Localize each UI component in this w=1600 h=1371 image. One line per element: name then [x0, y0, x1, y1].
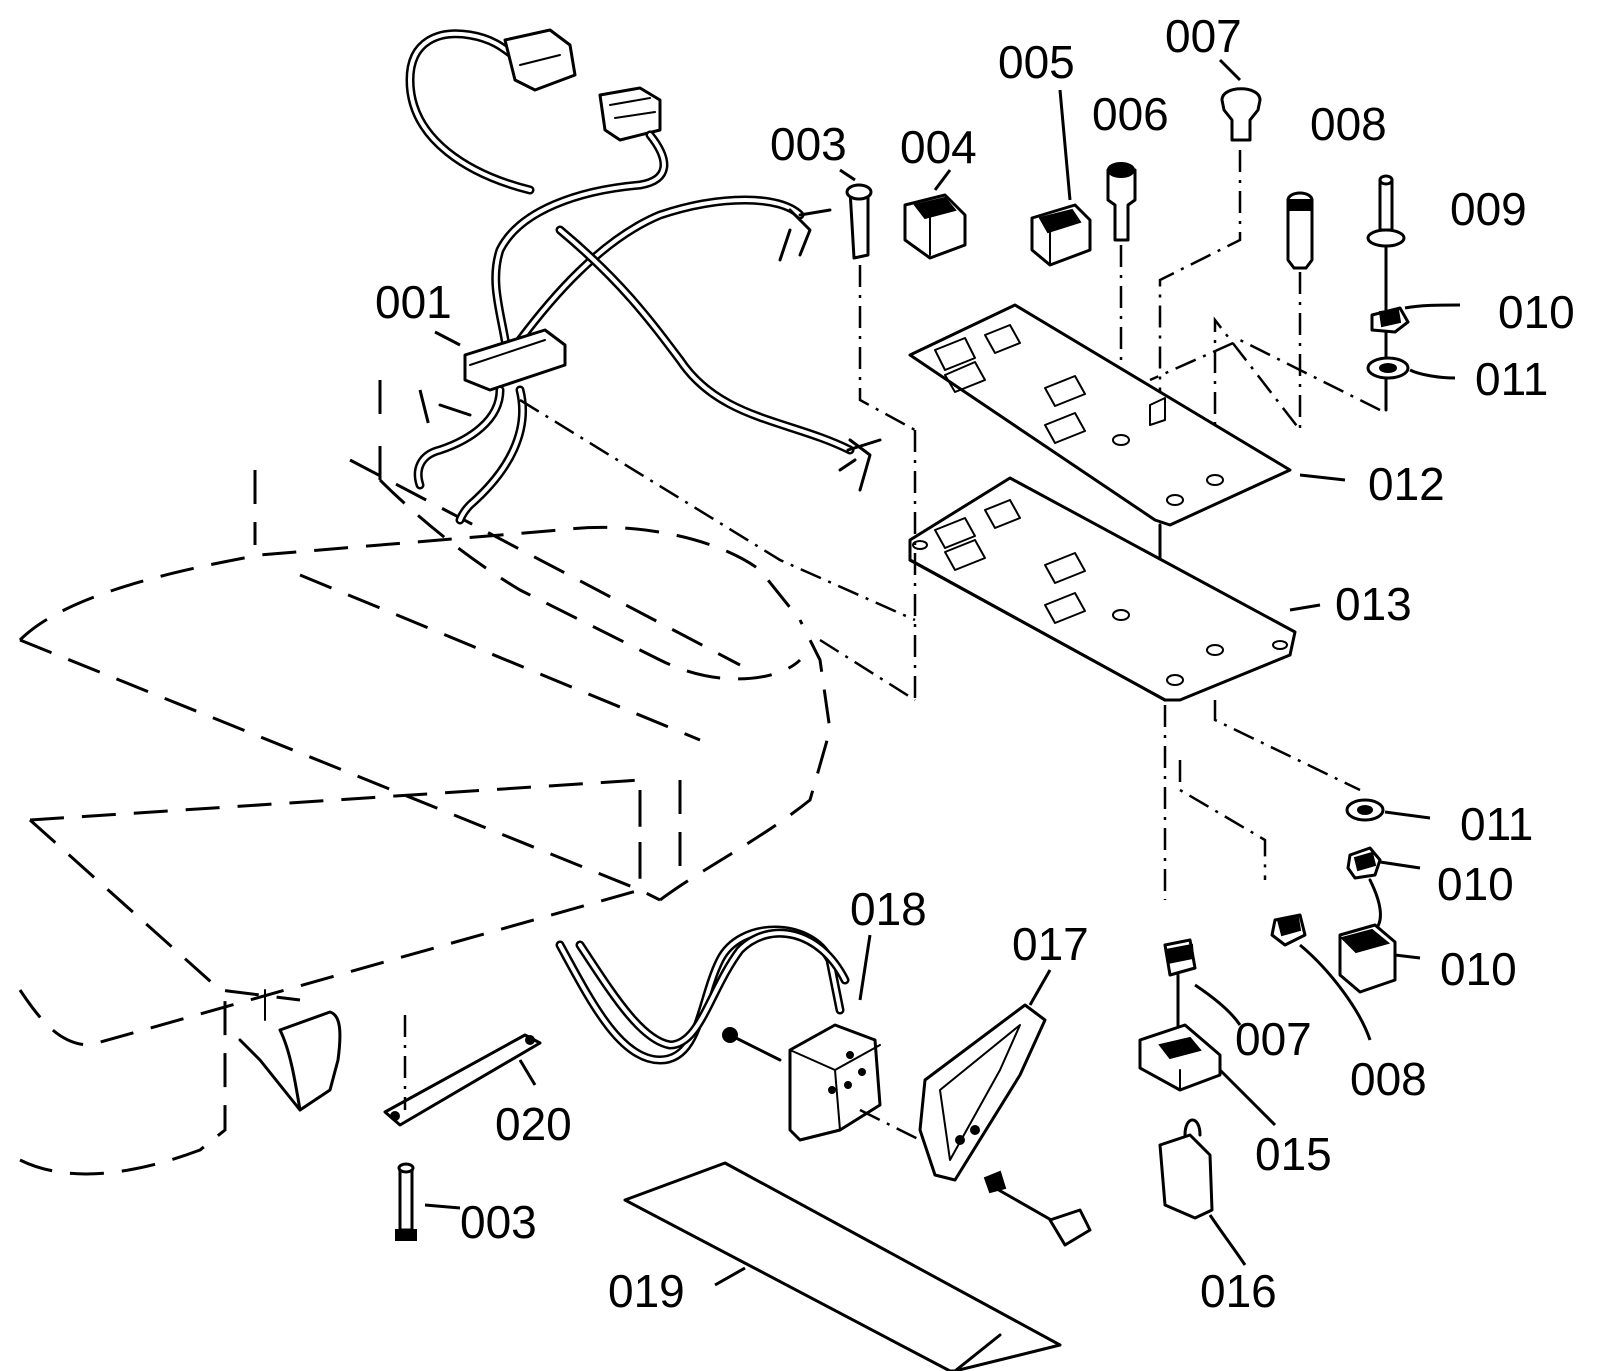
label-008-bottom: 008: [1350, 1053, 1427, 1105]
label-001: 001: [375, 276, 452, 328]
wire-harness: [405, 28, 882, 525]
label-011-top: 011: [1475, 353, 1548, 405]
label-011-bottom: 011: [1460, 798, 1533, 850]
label-004: 004: [900, 121, 977, 173]
seat-lever: [238, 989, 342, 1112]
label-008-top: 008: [1310, 98, 1387, 150]
bracket-017: [918, 1003, 1092, 1247]
label-019: 019: [608, 1265, 685, 1317]
knob-006: [1106, 162, 1137, 440]
label-003-bottom: 003: [460, 1196, 537, 1248]
label-007-bottom: 007: [1235, 1013, 1312, 1065]
label-010-mid: 010: [1437, 858, 1514, 910]
switch-005: [1030, 203, 1092, 267]
label-010-top: 010: [1498, 286, 1575, 338]
label-017: 017: [1012, 918, 1089, 970]
knob-008-bottom: [1270, 913, 1307, 947]
connector-block-001: [463, 328, 567, 392]
label-005: 005: [998, 36, 1075, 88]
label-006: 006: [1092, 88, 1169, 140]
bracket-015: [1138, 1023, 1222, 1092]
cover-016: [1158, 1118, 1214, 1220]
knob-008-top: [1213, 191, 1314, 480]
label-013: 013: [1335, 578, 1412, 630]
rod-009: [1149, 174, 1406, 412]
leader-lines: [424, 58, 1461, 1287]
assembly-axis-lines: [519, 398, 1361, 900]
label-018: 018: [850, 883, 927, 935]
switch-018: [788, 1023, 941, 1152]
label-sheet-019: [623, 1161, 1062, 1371]
knob-007-bottom: [1163, 938, 1197, 1042]
label-016: 016: [1200, 1265, 1277, 1317]
label-003-top: 003: [770, 118, 847, 170]
washer-011-top: [1366, 356, 1410, 380]
wire-terminal-right: [778, 208, 832, 262]
wire-terminal-lower: [838, 438, 882, 492]
plate-020: [383, 1015, 542, 1127]
label-015: 015: [1255, 1128, 1332, 1180]
switch-010-bottom: [1338, 878, 1397, 994]
label-012: 012: [1368, 458, 1445, 510]
washer-011-bottom: [1345, 798, 1385, 822]
switch-004: [903, 193, 967, 260]
nut-010-mid: [1346, 846, 1382, 880]
plate-013: [819, 430, 1297, 702]
label-007-top: 007: [1165, 10, 1242, 62]
connector-plug-mid: [598, 86, 662, 142]
part-labels: 001 003 004 005 006 007 008 009 010 011 …: [375, 10, 1575, 1317]
bolt-003-bottom: [395, 1162, 417, 1241]
label-020: 020: [495, 1098, 572, 1150]
nut-010-top: [1370, 306, 1410, 334]
label-010-bottom: 010: [1440, 943, 1517, 995]
bolt-003-top: [845, 183, 916, 432]
seat-outline: [18, 380, 832, 1176]
knob-007-top: [1158, 87, 1262, 420]
harness-018-cable: [555, 925, 850, 1065]
label-009: 009: [1450, 183, 1527, 235]
